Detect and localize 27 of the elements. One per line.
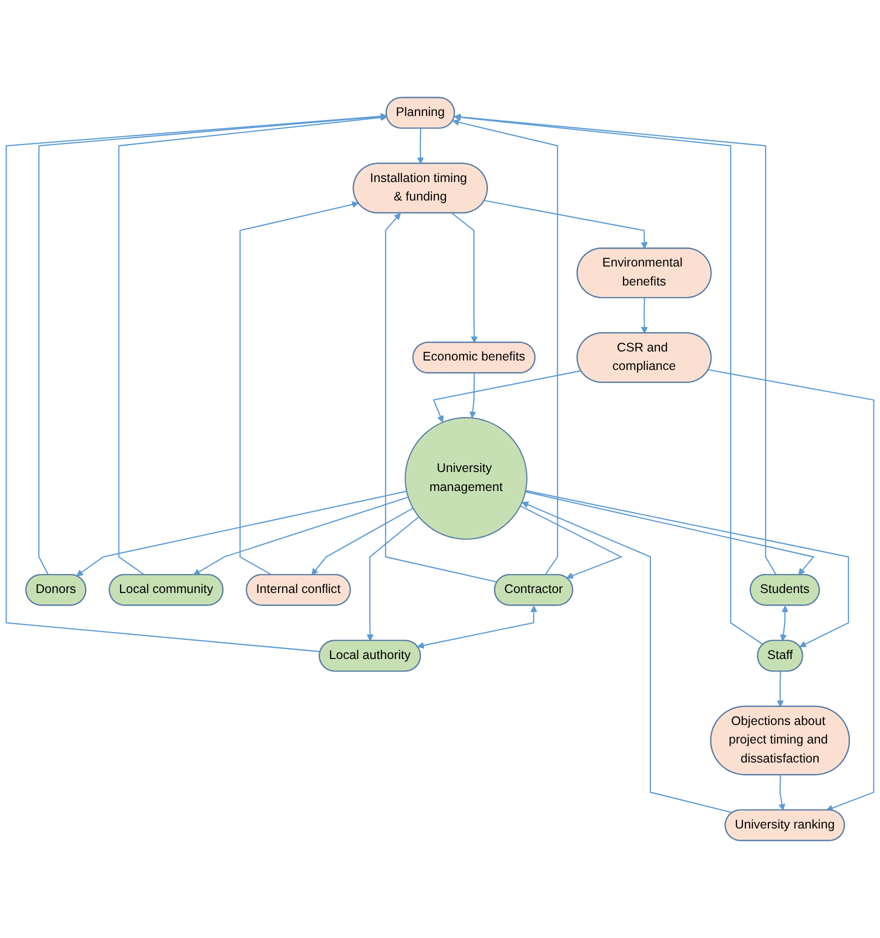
- arrow: [384, 212, 498, 583]
- arrow: [522, 501, 733, 814]
- node-circle: University management: [404, 417, 528, 540]
- arrow: [520, 505, 623, 579]
- arrow: [778, 774, 786, 811]
- arrow: [366, 516, 420, 642]
- arrow: [776, 671, 784, 708]
- arrow: [432, 370, 582, 423]
- arrow: [640, 298, 648, 334]
- arrow: [38, 113, 388, 576]
- arrow: [452, 212, 478, 343]
- arrow: [525, 491, 815, 576]
- arrow: [452, 118, 558, 576]
- arrow: [239, 201, 359, 576]
- arrow: [76, 490, 407, 576]
- arrow: [311, 508, 414, 576]
- arrow: [118, 114, 388, 576]
- arrow: [484, 200, 648, 249]
- arrow: [708, 369, 874, 812]
- arrow: [780, 606, 788, 642]
- arrow: [454, 114, 777, 576]
- arrow: [526, 490, 850, 648]
- arrow: [193, 496, 408, 576]
- arrow: [417, 128, 424, 164]
- arrow: [469, 373, 476, 418]
- arrow: [417, 606, 538, 649]
- arrow: [6, 112, 388, 652]
